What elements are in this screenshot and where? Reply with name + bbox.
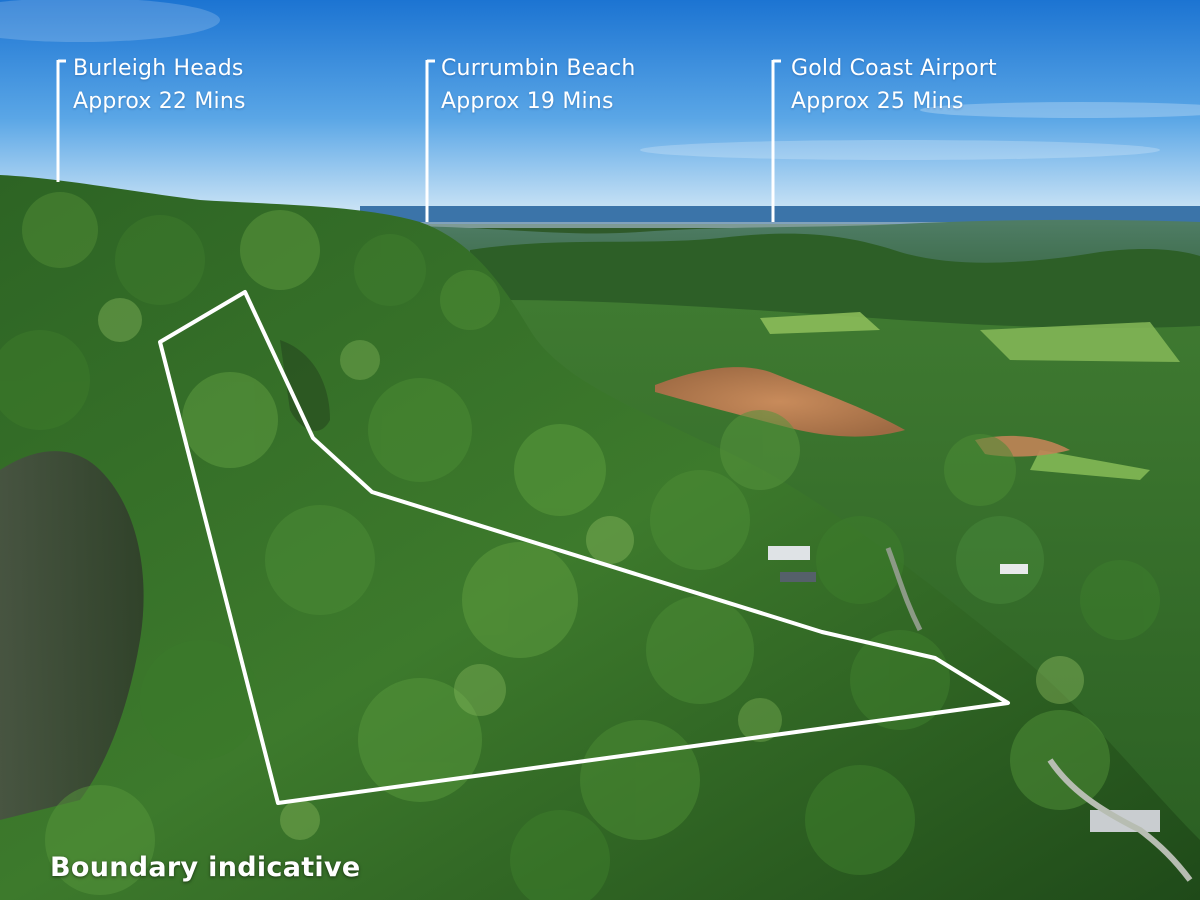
- cloud: [920, 102, 1200, 118]
- cliff-shadow: [280, 340, 330, 431]
- cliff-face: [0, 451, 144, 820]
- marker-place-label: Currumbin Beach: [441, 56, 636, 81]
- cloud: [640, 140, 1160, 160]
- marker-place-label: Burleigh Heads: [73, 56, 244, 81]
- forest-canopy: [0, 192, 1160, 900]
- boundary-caption: Boundary indicative: [50, 852, 361, 883]
- forest-highlights: [98, 298, 1084, 840]
- marker-time-label: Approx 25 Mins: [791, 89, 964, 114]
- pasture: [1030, 450, 1150, 480]
- marker-time-label: Approx 19 Mins: [441, 89, 614, 114]
- ocean: [360, 206, 1200, 224]
- marker-burleigh-heads: Burleigh Heads Approx 22 Mins: [73, 52, 246, 118]
- coastline: [360, 222, 1200, 228]
- road: [1047, 758, 1193, 882]
- sky: [0, 0, 1200, 215]
- property-boundary: [158, 290, 1010, 805]
- cloud: [0, 0, 220, 42]
- house-roof: [780, 572, 816, 582]
- marker-currumbin-beach: Currumbin Beach Approx 19 Mins: [441, 52, 636, 118]
- house-roof: [768, 546, 810, 560]
- marker-gold-coast-airport: Gold Coast Airport Approx 25 Mins: [791, 52, 997, 118]
- pasture: [980, 322, 1180, 362]
- road: [885, 547, 923, 632]
- house-roof: [1000, 564, 1028, 574]
- earthworks: [655, 367, 905, 437]
- marker-place-label: Gold Coast Airport: [791, 56, 997, 81]
- marker-time-label: Approx 22 Mins: [73, 89, 246, 114]
- pasture: [760, 312, 880, 334]
